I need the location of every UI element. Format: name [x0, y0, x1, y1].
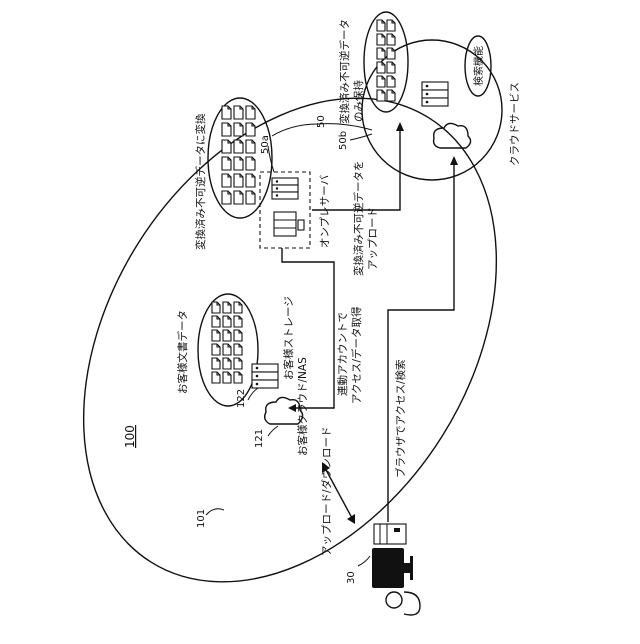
leader-101 — [206, 509, 224, 515]
cloud-docs-ellipse — [364, 12, 408, 112]
document-icon — [212, 330, 220, 341]
document-icon — [212, 302, 220, 313]
document-icon — [377, 90, 385, 101]
ref-nas: 121 — [254, 429, 265, 448]
label-cloud-docs-2: のみ保持 — [352, 80, 365, 122]
label-customer-docs: お客様文書データ — [176, 310, 189, 394]
document-icon — [234, 302, 242, 313]
document-icon — [246, 106, 255, 119]
label-customer-storage: お客様ストレージ — [282, 296, 295, 380]
document-icon — [377, 34, 385, 45]
document-icon — [222, 157, 231, 170]
browser-arrowhead — [450, 156, 458, 165]
ref-storage: 122 — [236, 389, 247, 408]
leader-121 — [268, 426, 278, 436]
document-icon — [387, 34, 395, 45]
document-icon — [223, 302, 231, 313]
upload-arrowhead — [396, 122, 404, 131]
document-icon — [234, 358, 242, 369]
ref-system: 101 — [196, 509, 207, 528]
document-icon — [222, 140, 231, 153]
document-icon — [212, 344, 220, 355]
document-icon — [222, 174, 231, 187]
document-icon — [234, 106, 243, 119]
document-icon — [212, 372, 220, 383]
label-up-down: アップロード/ダウンロード — [320, 426, 333, 556]
document-icon — [234, 191, 243, 204]
label-customer-cloud: お客様クラウド/NAS — [296, 357, 309, 456]
label-onprem-server: オンプレサーバ — [319, 174, 331, 248]
ref-terminal: 30 — [346, 571, 357, 584]
document-icon — [223, 330, 231, 341]
document-icon — [234, 123, 243, 136]
label-upload-1: 変換済み不可逆データを — [352, 161, 365, 277]
ref-onprem-server: 50 — [316, 115, 327, 128]
document-icon — [234, 372, 242, 383]
document-icon — [223, 358, 231, 369]
onprem-database-icon — [272, 178, 298, 199]
label-browser-access: ブラウザでアクセス/検索 — [394, 359, 407, 478]
label-linked-access-2: アクセス/データ取得 — [350, 306, 363, 404]
cloud-database-icon — [422, 82, 448, 106]
label-cloud-service: クラウドサービス — [509, 82, 521, 166]
document-icon — [234, 316, 242, 327]
document-icon — [377, 76, 385, 87]
storage-cylinder-icon — [252, 364, 278, 388]
label-converted-docs: 変換済み不可逆データに変換 — [194, 113, 207, 250]
document-icon — [387, 62, 395, 73]
document-icon — [222, 123, 231, 136]
document-icon — [246, 140, 255, 153]
cloud-document-icons — [377, 20, 395, 101]
document-icon — [234, 344, 242, 355]
leader-30 — [358, 556, 370, 566]
document-icon — [377, 62, 385, 73]
ref-onprem-box: 50a — [260, 135, 271, 154]
server-to-nas-arrowhead — [288, 404, 296, 412]
converted-document-icons — [222, 106, 255, 204]
document-icon — [222, 106, 231, 119]
document-icon — [377, 48, 385, 59]
document-icon — [387, 48, 395, 59]
document-icon — [234, 174, 243, 187]
document-icon — [246, 174, 255, 187]
document-icon — [223, 372, 231, 383]
customer-document-icons — [212, 302, 242, 383]
document-icon — [234, 140, 243, 153]
document-icon — [222, 191, 231, 204]
document-icon — [223, 316, 231, 327]
document-icon — [246, 123, 255, 136]
user-icon — [386, 592, 420, 615]
ref-cloud-service: 50b — [338, 131, 349, 150]
document-icon — [387, 20, 395, 31]
label-linked-access-1: 連動アカウントで — [336, 312, 349, 396]
ref-figure-number: 100 — [123, 425, 137, 448]
pc-tower-icon — [374, 524, 406, 544]
label-cloud-docs-1: 変換済み不可逆データ — [338, 19, 351, 124]
onprem-server-rack-icon — [274, 212, 304, 236]
document-icon — [212, 316, 220, 327]
label-search-function: 検索機能 — [472, 46, 485, 86]
document-icon — [246, 191, 255, 204]
monitor-icon — [372, 548, 413, 588]
label-upload-2: アップロード — [367, 207, 379, 270]
document-icon — [387, 76, 395, 87]
document-icon — [246, 157, 255, 170]
document-icon — [387, 90, 395, 101]
document-icon — [212, 358, 220, 369]
document-icon — [223, 344, 231, 355]
document-icon — [234, 157, 243, 170]
document-icon — [234, 330, 242, 341]
document-icon — [377, 20, 385, 31]
